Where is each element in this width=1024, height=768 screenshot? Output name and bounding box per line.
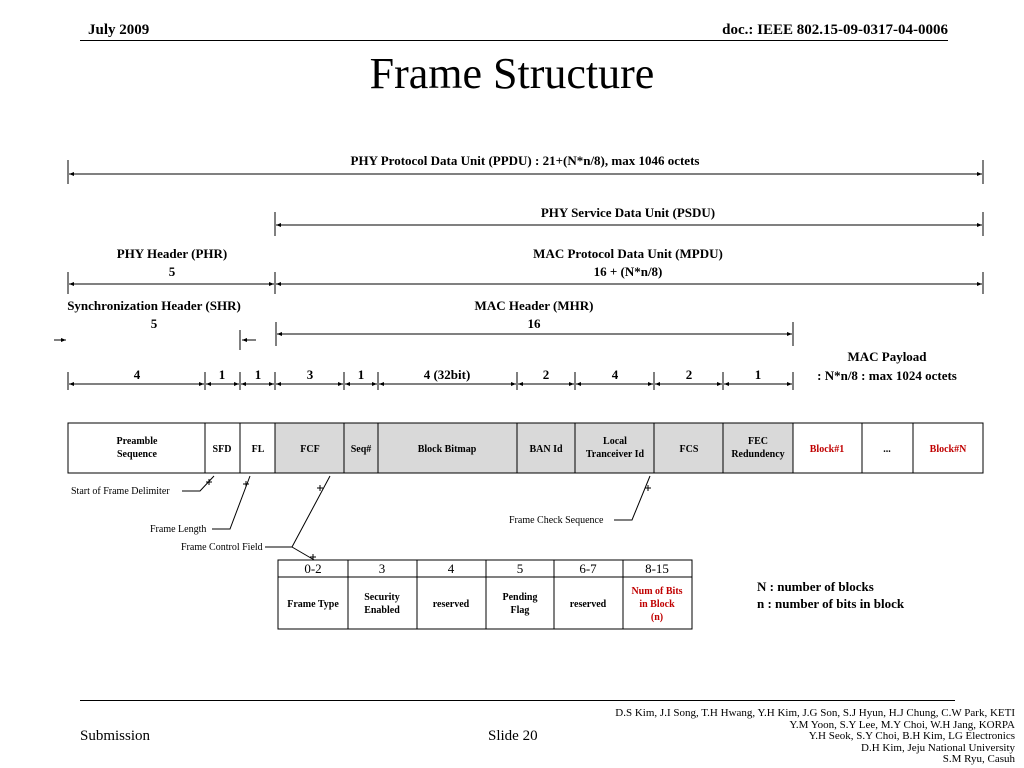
author-line: Y.H Seok, S.Y Choi, B.H Kim, LG Electron… — [808, 730, 1015, 742]
mpdu-size: 16 + (N*n/8) — [594, 264, 663, 279]
fcf-frame-type: Frame Type — [287, 599, 339, 610]
author-line: D.H Kim, Jeju National University — [861, 741, 1015, 754]
field-size-labels: 4 1 1 3 1 4 (32bit) 2 4 2 1 — [134, 367, 762, 382]
fcf-security-enabled: Enabled — [364, 605, 400, 616]
span-labels: PHY Protocol Data Unit (PPDU) : 21+(N*n/… — [67, 153, 957, 383]
callout-frame-control-field: Frame Control Field — [181, 542, 263, 553]
field-fec-label: FEC — [748, 436, 768, 447]
author-line: S.M Ryu, Casuh — [942, 753, 1015, 765]
author-line: D.S Kim, J.I Song, T.H Hwang, Y.H Kim, J… — [615, 707, 1015, 719]
size-label: 4 — [134, 367, 141, 382]
mac-payload-label: MAC Payload — [847, 349, 927, 364]
field-preamble-label: Sequence — [117, 449, 158, 460]
frame-field-labels: Preamble Sequence SFD FL FCF Seq# Block … — [117, 436, 968, 460]
callout-frame-check-sequence: Frame Check Sequence — [509, 515, 604, 526]
fcf-bit-label: 6-7 — [579, 561, 597, 576]
field-seq-label: Seq# — [351, 444, 372, 455]
field-block1-label: Block#1 — [810, 444, 844, 455]
fcf-bit-label: 3 — [379, 561, 386, 576]
fcf-bit-label: 0-2 — [304, 561, 321, 576]
shr-label: Synchronization Header (SHR) — [67, 298, 241, 313]
fcf-pending-flag: Pending — [502, 592, 537, 603]
header-doc-id: doc.: IEEE 802.15-09-0317-04-0006 — [722, 22, 948, 38]
frame-structure-diagram: PHY Protocol Data Unit (PPDU) : 21+(N*n/… — [54, 153, 984, 630]
ppdu-label: PHY Protocol Data Unit (PPDU) : 21+(N*n/… — [351, 153, 700, 168]
footer-divider — [80, 700, 955, 701]
size-label: 1 — [255, 367, 262, 382]
field-ban-id-label: BAN Id — [529, 444, 563, 455]
field-fl-label: FL — [252, 444, 265, 455]
phr-size: 5 — [169, 264, 176, 279]
fcf-num-bits: (n) — [651, 612, 663, 623]
header-divider — [80, 40, 948, 41]
field-preamble-label: Preamble — [117, 436, 158, 447]
size-label: 1 — [219, 367, 226, 382]
size-label: 1 — [358, 367, 365, 382]
legend-n: n : number of bits in block — [757, 596, 905, 611]
field-fcf-label: FCF — [300, 444, 319, 455]
span-arrows — [54, 160, 984, 390]
size-label: 1 — [755, 367, 762, 382]
fcf-bit-positions: 0-2 3 4 5 6-7 8-15 — [304, 561, 669, 576]
mhr-size: 16 — [528, 316, 542, 331]
size-label: 2 — [686, 367, 693, 382]
size-label: 4 (32bit) — [424, 367, 471, 382]
header-date: July 2009 — [88, 22, 150, 38]
field-blockn-label: Block#N — [930, 444, 967, 455]
size-label: 3 — [307, 367, 314, 382]
field-block-bitmap-label: Block Bitmap — [418, 444, 477, 455]
field-local-tranceiver-label: Tranceiver Id — [586, 449, 645, 460]
fcf-bit-label: 5 — [517, 561, 524, 576]
size-label: 2 — [543, 367, 550, 382]
fcf-pending-flag: Flag — [511, 605, 530, 616]
author-line: Y.M Yoon, S.Y Lee, M.Y Choi, W.H Jang, K… — [789, 718, 1015, 731]
fcf-detail-table — [277, 559, 693, 630]
callout-leaders — [182, 475, 651, 562]
footer-submission: Submission — [80, 728, 151, 744]
callout-labels: Start of Frame Delimiter Frame Length Fr… — [71, 486, 604, 553]
field-fec-label: Redundency — [731, 449, 784, 460]
legend-N: N : number of blocks — [757, 579, 874, 594]
field-dots-label: ... — [883, 444, 891, 455]
phr-label: PHY Header (PHR) — [117, 246, 227, 261]
fcf-reserved: reserved — [433, 599, 470, 610]
callout-frame-length: Frame Length — [150, 524, 206, 535]
mhr-label: MAC Header (MHR) — [475, 298, 594, 313]
mpdu-label: MAC Protocol Data Unit (MPDU) — [533, 246, 723, 261]
callout-sfd: Start of Frame Delimiter — [71, 486, 170, 497]
fcf-reserved: reserved — [570, 599, 607, 610]
field-sfd-label: SFD — [213, 444, 232, 455]
size-label: 4 — [612, 367, 619, 382]
slide-title: Frame Structure — [369, 49, 655, 98]
shr-size: 5 — [151, 316, 158, 331]
mac-payload-size: : N*n/8 : max 1024 octets — [817, 368, 957, 383]
fcf-security-enabled: Security — [364, 592, 400, 603]
fcf-bit-label: 4 — [448, 561, 455, 576]
field-fcs-label: FCS — [680, 444, 699, 455]
fcf-field-names: Frame Type Security Enabled reserved Pen… — [287, 586, 682, 623]
fcf-num-bits: Num of Bits — [631, 586, 682, 597]
fcf-bit-label: 8-15 — [645, 561, 669, 576]
legend: N : number of blocks n : number of bits … — [757, 579, 905, 611]
psdu-label: PHY Service Data Unit (PSDU) — [541, 205, 715, 220]
frame-fields-row — [67, 422, 984, 474]
footer-slide-number: Slide 20 — [488, 728, 538, 744]
fcf-num-bits: in Block — [639, 599, 675, 610]
footer-authors: D.S Kim, J.I Song, T.H Hwang, Y.H Kim, J… — [615, 707, 1015, 766]
field-local-tranceiver-label: Local — [603, 436, 627, 447]
